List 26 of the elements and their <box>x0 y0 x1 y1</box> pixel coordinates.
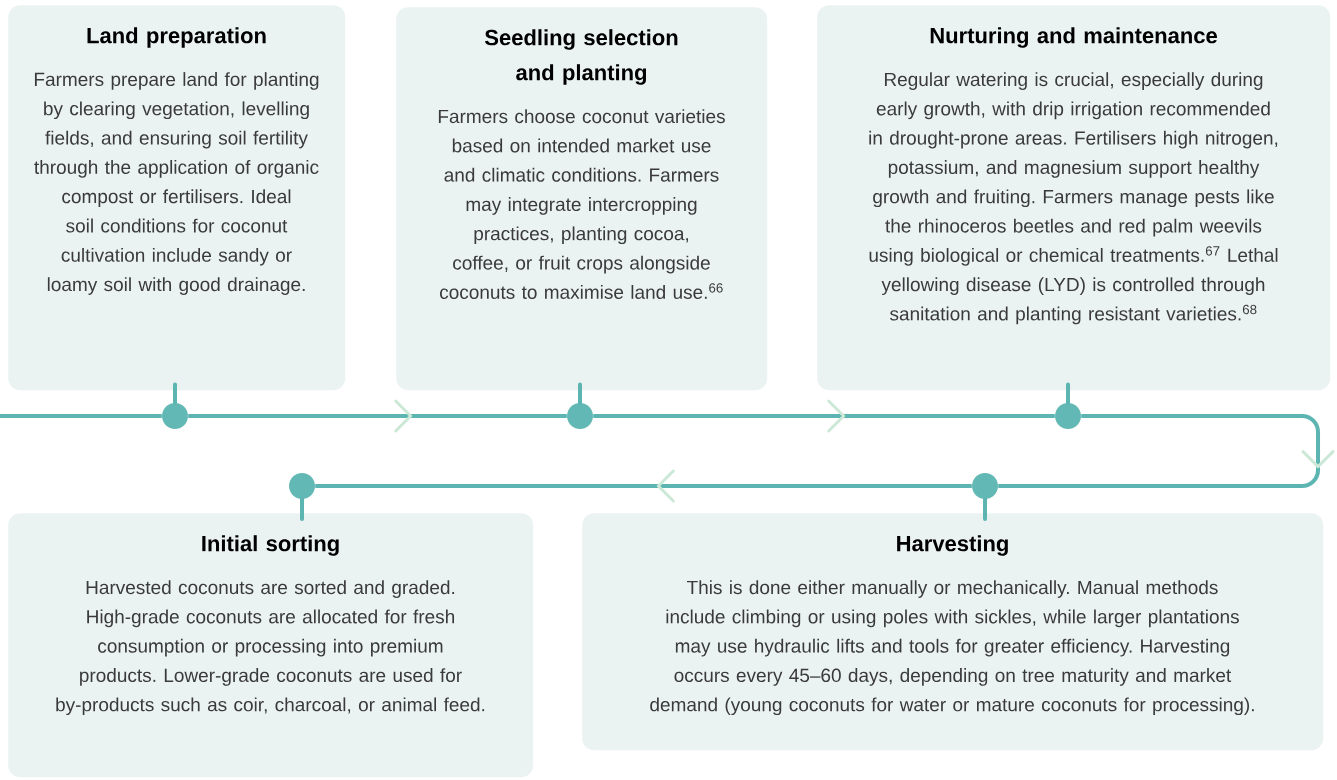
timeline-dot <box>972 473 998 499</box>
connector-stem <box>173 382 177 405</box>
step-description: Regular watering is crucial, especially during early growth, with drip irrigation recommended in drought-prone areas. Fertilisers high nitrogen, potassium, and magnesium support healthy growth and fruiting. Farmers manage pests like the rhinoceros beetles and red palm weevils using biological or chemical treatments.$^{67}$ Lethal yellowing disease (LYD) is controlled through sanitation and planting resistant varieties.$^{68}$ <box>869 72 1278 325</box>
connector-stem <box>983 497 987 521</box>
step-card <box>582 513 1324 751</box>
step-heading: Nurturing and maintenance <box>930 27 1217 48</box>
step-description: This is done either manually or mechanically. Manual methods include climbing or using poles with sickles, while larger plantations may use hydraulic lifts and tools for greater efficiency. Harvesting occurs every 45–60 days, depending on tree maturity and market demand (young coconuts for water or mature coconuts for processing). <box>650 580 1254 716</box>
step-description: Farmers choose coconut varieties based on intended market use and climatic conditions. Farmers may integrate intercropping practices, planting cocoa, coffee, or fruit crops alongside coconuts to maximise land use.$^{66}$ <box>438 109 725 299</box>
timeline-dot <box>567 403 593 429</box>
timeline-line <box>0 414 162 418</box>
timeline-dot <box>162 403 188 429</box>
connector-stem <box>300 497 304 521</box>
step-card <box>8 513 534 778</box>
step-card <box>817 5 1331 391</box>
connector-stem <box>1066 382 1070 405</box>
step-description: Farmers prepare land for planting by clearing vegetation, levelling fields, and ensuring soil fertility through the application of organic compost or fertilisers. Ideal soil conditions for coconut cultivation include sandy or loamy soil with good drainage. <box>34 72 319 295</box>
step-heading: Seedling selection and planting <box>484 29 678 85</box>
step-heading: Initial sorting <box>202 535 339 556</box>
step-heading: Land preparation <box>87 27 266 48</box>
step-card <box>8 5 346 391</box>
timeline-dot <box>1055 403 1081 429</box>
step-card <box>396 7 768 391</box>
timeline-dot <box>289 473 315 499</box>
step-heading: Harvesting <box>897 535 1008 556</box>
step-description: Harvested coconuts are sorted and graded. High-grade coconuts are allocated for fresh consumption or processing into premium products. Lower-grade coconuts are used for by-products such as coir, charcoal, or animal feed. <box>56 580 485 716</box>
connector-stem <box>578 382 582 405</box>
